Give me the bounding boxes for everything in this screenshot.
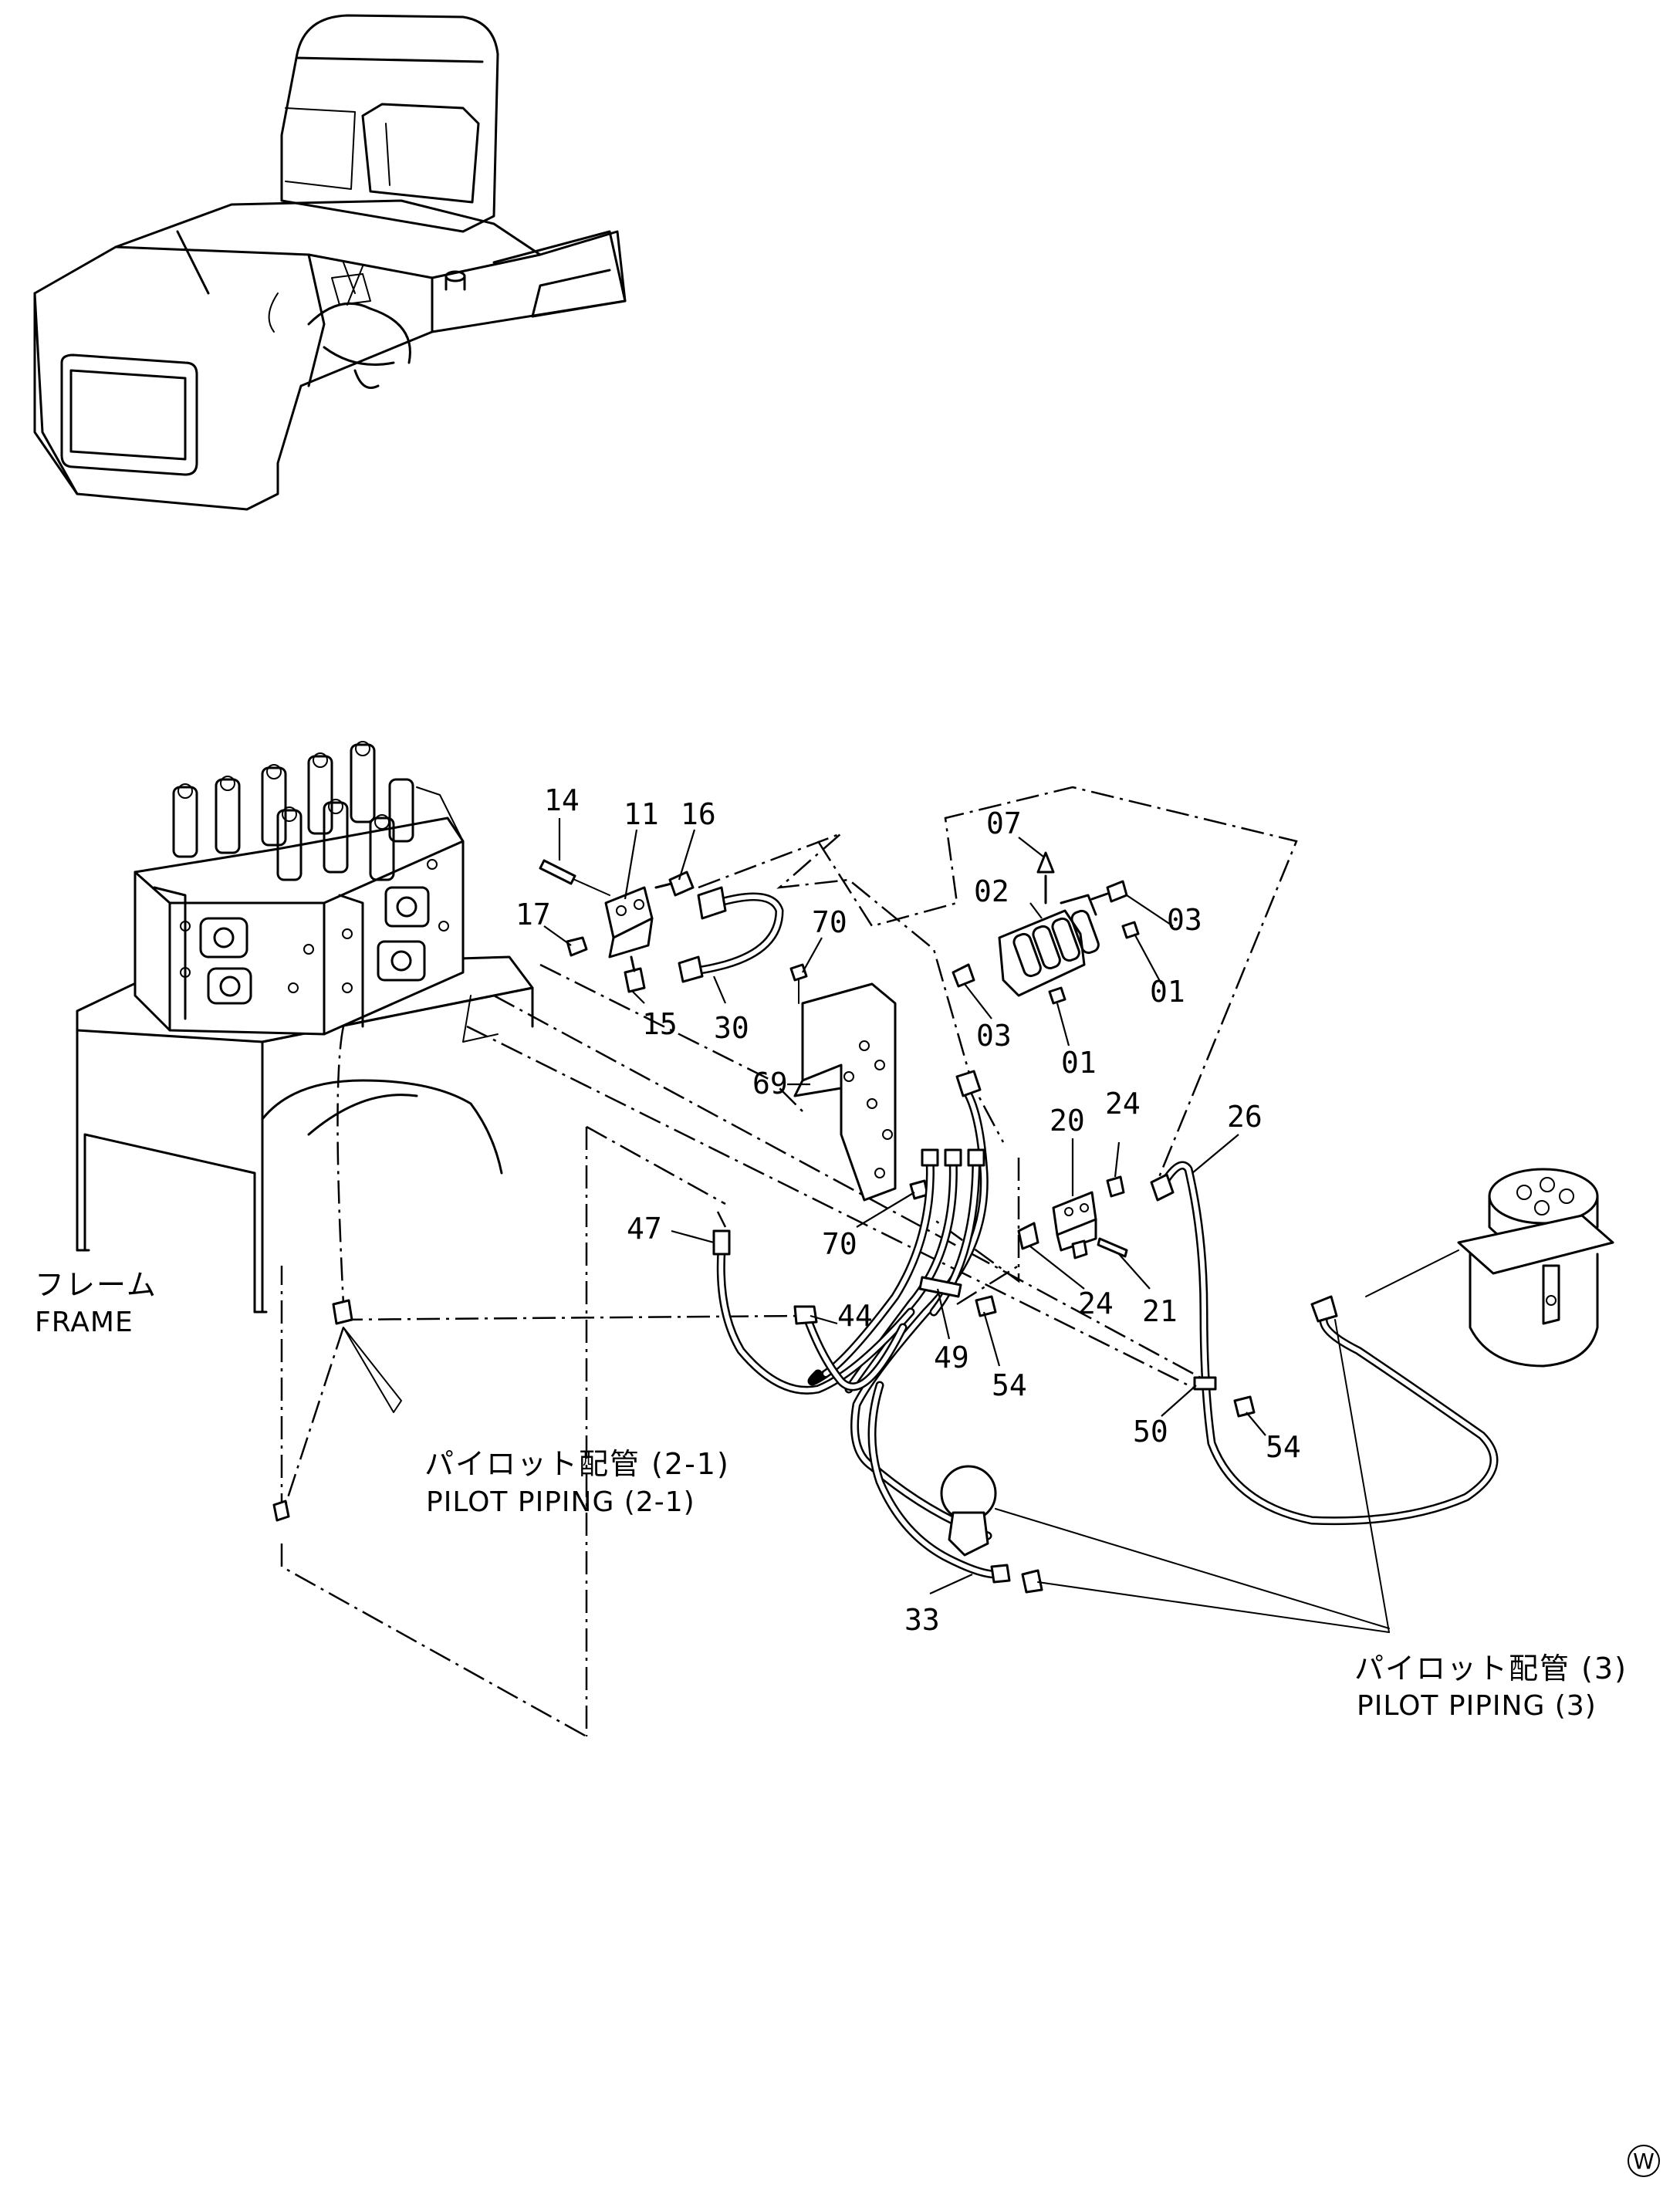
part-14: 14 (544, 783, 580, 817)
pilot-piping-3-jp: パイロット配管 (3) (1354, 1652, 1628, 1686)
part-70-top: 70 (812, 905, 847, 939)
part-07: 07 (986, 806, 1022, 840)
valve-block-11 (539, 859, 695, 993)
hose-33 (867, 1381, 1011, 1584)
part-30: 30 (714, 1011, 749, 1045)
part-02: 02 (974, 874, 1009, 908)
part-24-bottom: 24 (1078, 1287, 1114, 1320)
part-01-right: 01 (1150, 975, 1185, 1009)
pilot-2-1-fittings (272, 1299, 402, 1522)
part-70-bottom: 70 (822, 1227, 857, 1261)
accumulator (940, 1465, 1390, 1633)
part-54-left: 54 (992, 1368, 1027, 1402)
hose-26 (1150, 1161, 1499, 1526)
control-valve-assembly (76, 741, 534, 1314)
block-20 (1017, 1175, 1128, 1259)
part-69: 69 (752, 1067, 788, 1101)
part-01-left: 01 (1061, 1046, 1097, 1080)
excavator-overview (33, 14, 627, 511)
part-16: 16 (681, 797, 716, 831)
pilot-piping-2-1-en: PILOT PIPING (2-1) (426, 1486, 695, 1518)
part-24-top: 24 (1105, 1087, 1141, 1121)
corner-mark-letter: W (1633, 2149, 1655, 2174)
hose-30 (678, 886, 784, 983)
corner-mark: W (1628, 2145, 1660, 2177)
solenoid-valve-02 (952, 851, 1140, 1005)
annotations: フレーム FRAME パイロット配管 (2-1) PILOT PIPING (2… (35, 1268, 1628, 1722)
part-50: 50 (1133, 1415, 1168, 1449)
part-44: 44 (837, 1299, 873, 1333)
part-15: 15 (642, 1007, 678, 1041)
part-54-right: 54 (1266, 1430, 1301, 1464)
pilot-piping-2-1-jp: パイロット配管 (2-1) (424, 1447, 730, 1481)
pilot-3-leaders (1334, 1319, 1390, 1633)
frame-label-jp: フレーム (35, 1268, 157, 1302)
frame-label-en: FRAME (35, 1307, 134, 1338)
part-47: 47 (627, 1212, 662, 1246)
part-17: 17 (515, 898, 551, 932)
part-26: 26 (1227, 1100, 1263, 1134)
swivel-joint (1365, 1168, 1614, 1368)
part-49: 49 (934, 1341, 969, 1374)
part-20: 20 (1050, 1104, 1085, 1138)
part-33: 33 (904, 1603, 940, 1637)
part-03-left: 03 (976, 1019, 1012, 1053)
part-11: 11 (624, 797, 659, 831)
leader-lines (543, 818, 1266, 1595)
hose-47 (712, 1229, 915, 1395)
part-21: 21 (1142, 1294, 1178, 1328)
hose-44 (793, 1305, 908, 1391)
pilot-piping-3-en: PILOT PIPING (3) (1357, 1690, 1597, 1722)
part-numbers: 14 11 16 17 15 30 70 69 07 02 03 01 03 0… (515, 783, 1301, 1637)
bracket-69 (789, 963, 929, 1202)
part-03-right: 03 (1167, 903, 1202, 937)
